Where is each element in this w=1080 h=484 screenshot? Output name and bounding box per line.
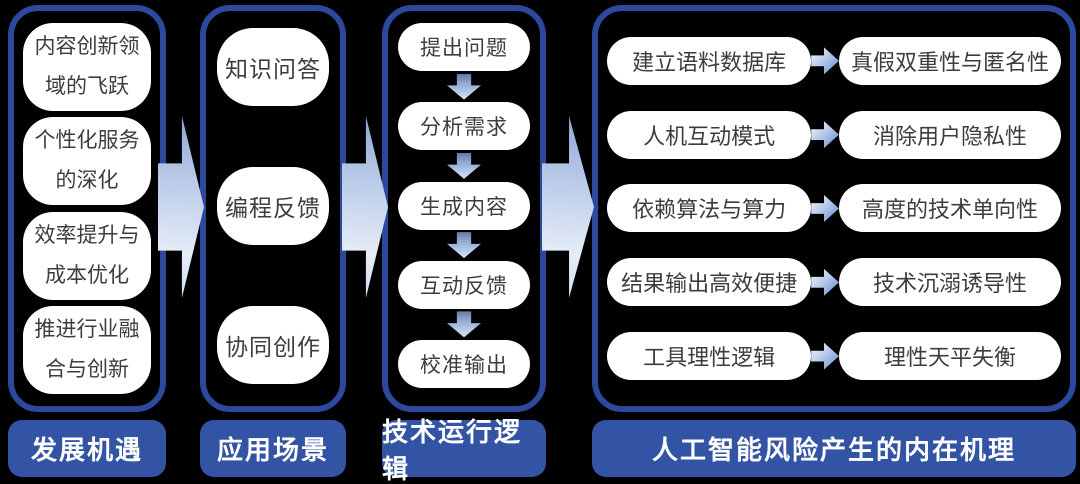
mechanism-source: 人机互动模式	[607, 110, 812, 159]
opportunity-item: 推进行业融 合与创新	[23, 305, 151, 394]
risk-outcome: 技术沉溺诱导性	[838, 258, 1061, 307]
mapping-arrow-right-icon	[811, 342, 839, 370]
column-label-risk-mechanism: 人工智能风险产生的内在机理	[592, 420, 1076, 477]
process-step: 互动反馈	[398, 260, 530, 309]
step-arrow-down-icon	[447, 311, 481, 338]
risk-outcome: 消除用户隐私性	[838, 110, 1061, 159]
mechanism-source: 结果输出高效便捷	[607, 258, 812, 307]
risk-outcome: 高度的技术单向性	[838, 184, 1061, 233]
mapping-arrow-right-icon	[811, 121, 839, 149]
mechanism-source: 工具理性逻辑	[607, 332, 812, 381]
mechanism-row: 结果输出高效便捷 技术沉溺诱导性	[607, 258, 1061, 307]
column-technical-logic: 提出问题 分析需求 生成内容 互动反馈 校准输出 技术运行逻辑	[382, 5, 546, 484]
mechanism-panel: 建立语料数据库 真假双重性与匿名性 人机互动模式 消除用户隐私性 依赖算法与算力…	[592, 5, 1076, 412]
mechanism-row: 工具理性逻辑 理性天平失衡	[607, 332, 1061, 381]
scenario-item: 编程反馈	[217, 167, 329, 245]
mapping-arrow-right-icon	[811, 268, 839, 296]
process-step: 生成内容	[398, 181, 530, 230]
column-label-application-scenarios: 应用场景	[200, 420, 346, 477]
opportunity-item: 个性化服务 的深化	[23, 117, 151, 206]
mechanism-row: 依赖算法与算力 高度的技术单向性	[607, 184, 1061, 233]
opportunity-item: 内容创新领 域的飞跃	[23, 23, 151, 111]
step-arrow-down-icon	[447, 152, 481, 179]
risk-outcome: 真假双重性与匿名性	[838, 36, 1061, 85]
column-application-scenarios: 知识问答 编程反馈 协同创作 应用场景	[200, 5, 346, 477]
column-risk-mechanism: 建立语料数据库 真假双重性与匿名性 人机互动模式 消除用户隐私性 依赖算法与算力…	[592, 5, 1076, 477]
column-label-technical-logic: 技术运行逻辑	[382, 417, 546, 484]
step-arrow-down-icon	[447, 232, 481, 259]
step-arrow-down-icon	[447, 73, 481, 100]
column-development-opportunities: 内容创新领 域的飞跃 个性化服务 的深化 效率提升与 成本优化 推进行业融 合与…	[8, 5, 166, 477]
scenarios-panel: 知识问答 编程反馈 协同创作	[200, 5, 346, 412]
mapping-arrow-right-icon	[811, 47, 839, 75]
process-step: 分析需求	[398, 102, 530, 151]
scenario-item: 协同创作	[217, 306, 329, 384]
process-step: 校准输出	[398, 340, 530, 388]
column-label-development-opportunities: 发展机遇	[8, 420, 166, 477]
mechanism-row: 人机互动模式 消除用户隐私性	[607, 110, 1061, 159]
opportunity-item: 效率提升与 成本优化	[23, 211, 151, 300]
process-step: 提出问题	[398, 23, 530, 71]
opportunities-panel: 内容创新领 域的飞跃 个性化服务 的深化 效率提升与 成本优化 推进行业融 合与…	[8, 5, 166, 412]
mechanism-row: 建立语料数据库 真假双重性与匿名性	[607, 36, 1061, 85]
scenario-item: 知识问答	[217, 28, 329, 106]
mapping-arrow-right-icon	[811, 194, 839, 222]
mechanism-source: 建立语料数据库	[607, 36, 812, 85]
risk-outcome: 理性天平失衡	[838, 332, 1061, 381]
flow-arrow-right-icon	[542, 116, 594, 298]
process-panel: 提出问题 分析需求 生成内容 互动反馈 校准输出	[382, 5, 546, 412]
mechanism-source: 依赖算法与算力	[607, 184, 812, 233]
